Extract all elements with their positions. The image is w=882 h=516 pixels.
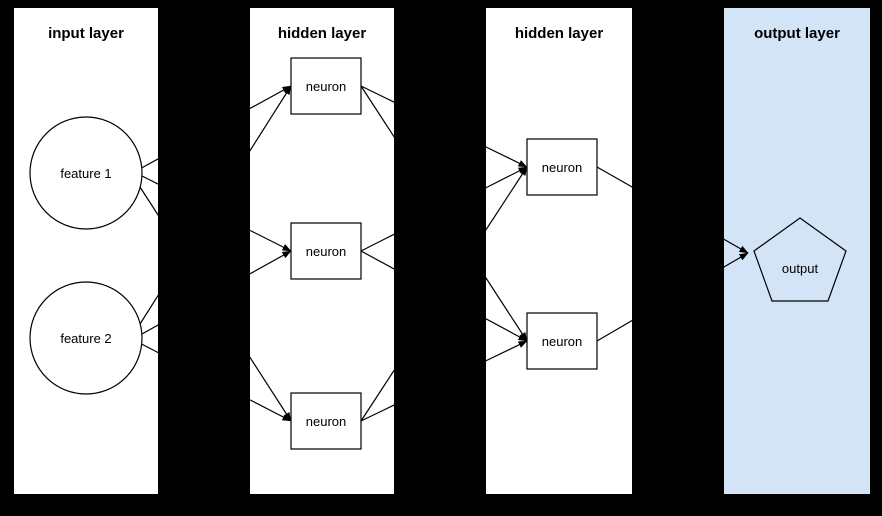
feature-1-label: feature 1 xyxy=(60,166,111,181)
hidden1-neuron-1-label: neuron xyxy=(306,79,346,94)
edge-h2n2-to-output xyxy=(596,319,632,342)
edge-h2n1-to-output xyxy=(596,166,632,188)
edge-feature2-to-h1n2-head xyxy=(250,250,292,275)
hidden1-neuron-1-box[interactable] xyxy=(290,57,362,115)
edge-feature1-to-h1n1-head xyxy=(250,85,292,110)
edge-h1n3-to-h2n2 xyxy=(360,404,394,422)
node-hidden1-neuron-2[interactable]: neuron xyxy=(290,222,362,280)
hidden2-neuron-1-label: neuron xyxy=(542,160,582,175)
output-pentagon[interactable] xyxy=(753,217,847,302)
edge-h1n3-to-h2n2-head xyxy=(486,340,528,362)
panel-output-layer[interactable] xyxy=(724,8,870,494)
edge-h1n3-to-h2n1 xyxy=(360,369,394,422)
hidden1-neuron-3-label: neuron xyxy=(306,414,346,429)
edge-h1n2-to-h2n1-head xyxy=(486,166,528,189)
edge-feature2-to-h1n3-head xyxy=(250,399,292,422)
output-layer-title: output layer xyxy=(754,25,840,42)
hidden-layer-2-title: hidden layer xyxy=(515,25,604,42)
hidden1-neuron-2-label: neuron xyxy=(306,244,346,259)
output-label: output xyxy=(782,261,819,276)
feature-2-label: feature 2 xyxy=(60,331,111,346)
node-hidden2-neuron-1[interactable]: neuron xyxy=(526,138,598,196)
feature-1-circle[interactable] xyxy=(29,116,143,230)
edge-h1n1-to-h2n2 xyxy=(360,85,394,138)
edge-feature1-to-h1n2-head xyxy=(250,229,292,252)
hidden1-neuron-2-box[interactable] xyxy=(290,222,362,280)
hidden2-neuron-1-box[interactable] xyxy=(526,138,598,196)
hidden1-neuron-3-box[interactable] xyxy=(290,392,362,450)
edge-h1n1-to-h2n1-head xyxy=(486,146,528,168)
edge-h1n3-to-h2n1-head xyxy=(486,166,528,231)
input-layer-title: input layer xyxy=(48,25,124,42)
hidden2-neuron-2-label: neuron xyxy=(542,334,582,349)
edge-feature2-to-h1n1-head xyxy=(250,85,292,152)
node-hidden2-neuron-2[interactable]: neuron xyxy=(526,312,598,370)
node-feature-2[interactable]: feature 2 xyxy=(29,281,143,395)
node-hidden1-neuron-3[interactable]: neuron xyxy=(290,392,362,450)
panel-hidden-layer-2[interactable] xyxy=(486,8,632,494)
edges-in-hidden2-panel xyxy=(486,146,632,362)
edges-in-hidden1-panel xyxy=(250,85,394,422)
hidden-layer-1-title: hidden layer xyxy=(278,25,367,42)
edge-h1n2-to-h2n1 xyxy=(360,233,394,252)
edge-feature1-to-h1n3-head xyxy=(250,356,292,422)
edge-h1n2-to-h2n2 xyxy=(360,250,394,270)
panel-input-layer[interactable] xyxy=(14,8,158,494)
edge-h1n1-to-h2n1 xyxy=(360,85,394,103)
feature-2-circle[interactable] xyxy=(29,281,143,395)
hidden2-neuron-2-box[interactable] xyxy=(526,312,598,370)
node-hidden1-neuron-1[interactable]: neuron xyxy=(290,57,362,115)
edge-h1n1-to-h2n2-head xyxy=(486,276,528,342)
edge-h1n2-to-h2n2-head xyxy=(486,318,528,342)
node-output[interactable]: output xyxy=(753,217,847,302)
node-feature-1[interactable]: feature 1 xyxy=(29,116,143,230)
panel-hidden-layer-1[interactable] xyxy=(250,8,394,494)
